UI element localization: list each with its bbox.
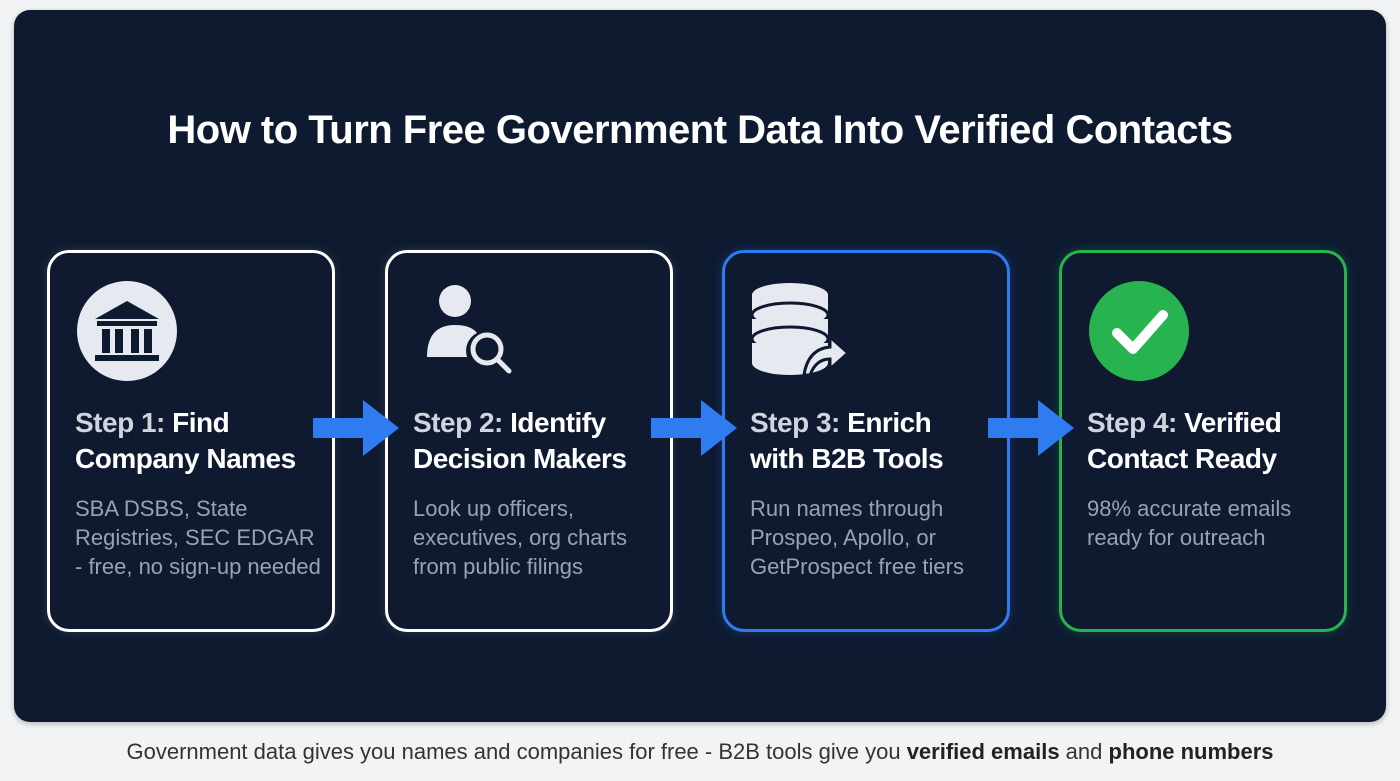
database-export-icon [750, 283, 851, 377]
footer-caption: Government data gives you names and comp… [126, 739, 1274, 764]
check-circle-icon [1089, 281, 1189, 381]
step-description: SBA DSBS, State Registries, SEC EDGAR - … [75, 496, 321, 579]
step-description: 98% accurate emails ready for outreach [1087, 496, 1292, 550]
step-description: Run names through Prospeo, Apollo, or Ge… [750, 496, 964, 579]
arrow-right-icon [988, 400, 1074, 456]
arrow-right-icon [313, 400, 399, 456]
arrow-right-icon [651, 400, 737, 456]
bank-building-icon [77, 281, 177, 381]
person-search-icon [427, 285, 512, 374]
page-title: How to Turn Free Government Data Into Ve… [167, 108, 1233, 152]
step-description: Look up officers, executives, org charts… [413, 496, 627, 579]
